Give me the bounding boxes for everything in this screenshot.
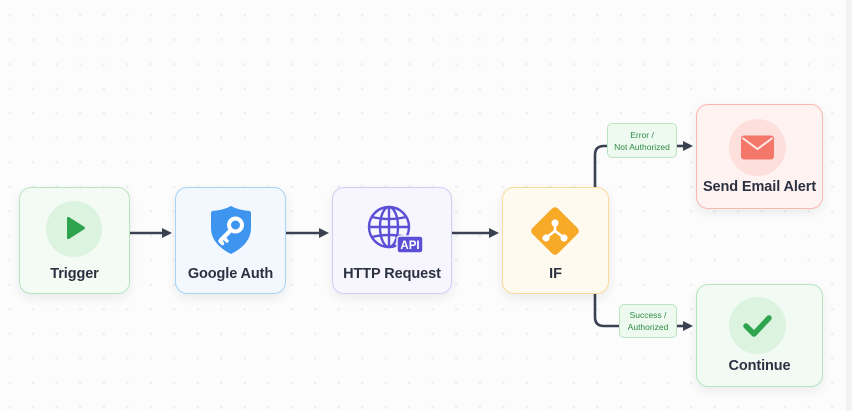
node-continue[interactable]: Continue: [696, 284, 823, 387]
edge-label-line: Success /: [629, 310, 667, 320]
envelope-icon: [741, 135, 774, 160]
node-label: Send Email Alert: [702, 179, 817, 195]
node-label: Google Auth: [187, 266, 274, 282]
edge-label-success: Success / Authorized: [619, 304, 677, 338]
node-label: Trigger: [50, 266, 99, 282]
edge-label-line: Error /: [630, 129, 654, 140]
node-if[interactable]: IF: [502, 187, 609, 294]
node-http-request[interactable]: API HTTP Request: [332, 187, 452, 294]
node-label: HTTP Request: [343, 266, 441, 282]
globe-api-icon: API: [367, 205, 424, 254]
checkmark-icon-bg: [729, 297, 786, 354]
envelope-icon-bg: [729, 119, 786, 176]
node-send-email-alert[interactable]: Send Email Alert: [696, 104, 823, 209]
branch-diamond-icon: [531, 207, 579, 255]
checkmark-icon: [743, 315, 772, 337]
edge-label-error: Error / Not Authorized: [607, 123, 677, 158]
play-icon: [67, 216, 85, 240]
edge-label-line: Not Authorized: [614, 141, 670, 152]
node-label: IF: [549, 266, 562, 282]
edge-if-to-continue: [593, 294, 619, 328]
node-label: Continue: [728, 358, 791, 374]
play-icon-bg: [46, 201, 102, 257]
api-badge-text: API: [400, 240, 419, 252]
right-panel-edge: [846, 0, 852, 411]
shield-key-icon: [211, 206, 251, 254]
edge-if-to-send-email-alert: [593, 144, 607, 187]
node-google-auth[interactable]: Google Auth: [175, 187, 286, 294]
edge-label-line: Authorized: [627, 322, 669, 332]
node-trigger[interactable]: Trigger: [19, 187, 130, 294]
